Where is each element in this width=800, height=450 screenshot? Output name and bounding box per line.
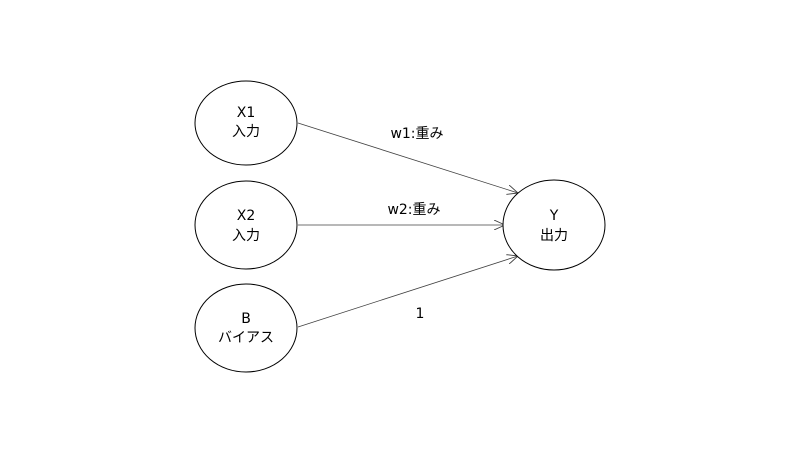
node-y-name: Y (549, 208, 559, 224)
edge-b-to-y (297, 256, 518, 328)
edge-x1-to-y (297, 122, 518, 193)
edge-label-w1: w1:重み (390, 126, 443, 142)
node-x2-ellipse (194, 180, 298, 270)
edge-label-w2: w2:重み (387, 202, 440, 218)
node-b-name: B (241, 311, 251, 327)
edge-label-bias: 1 (416, 306, 425, 322)
node-y: Y 出力 (502, 179, 606, 271)
node-y-role: 出力 (540, 228, 568, 244)
node-x2-role: 入力 (232, 228, 260, 244)
node-x1-ellipse (194, 80, 298, 166)
node-x1-role: 入力 (232, 124, 260, 140)
node-x1: X1 入力 (194, 80, 298, 166)
node-x2-name: X2 (237, 208, 256, 224)
node-x2: X2 入力 (194, 180, 298, 270)
node-b-ellipse (194, 283, 298, 373)
node-y-ellipse (502, 179, 606, 271)
node-x1-name: X1 (237, 105, 256, 121)
node-b: B バイアス (194, 283, 298, 373)
node-b-role: バイアス (218, 330, 274, 346)
